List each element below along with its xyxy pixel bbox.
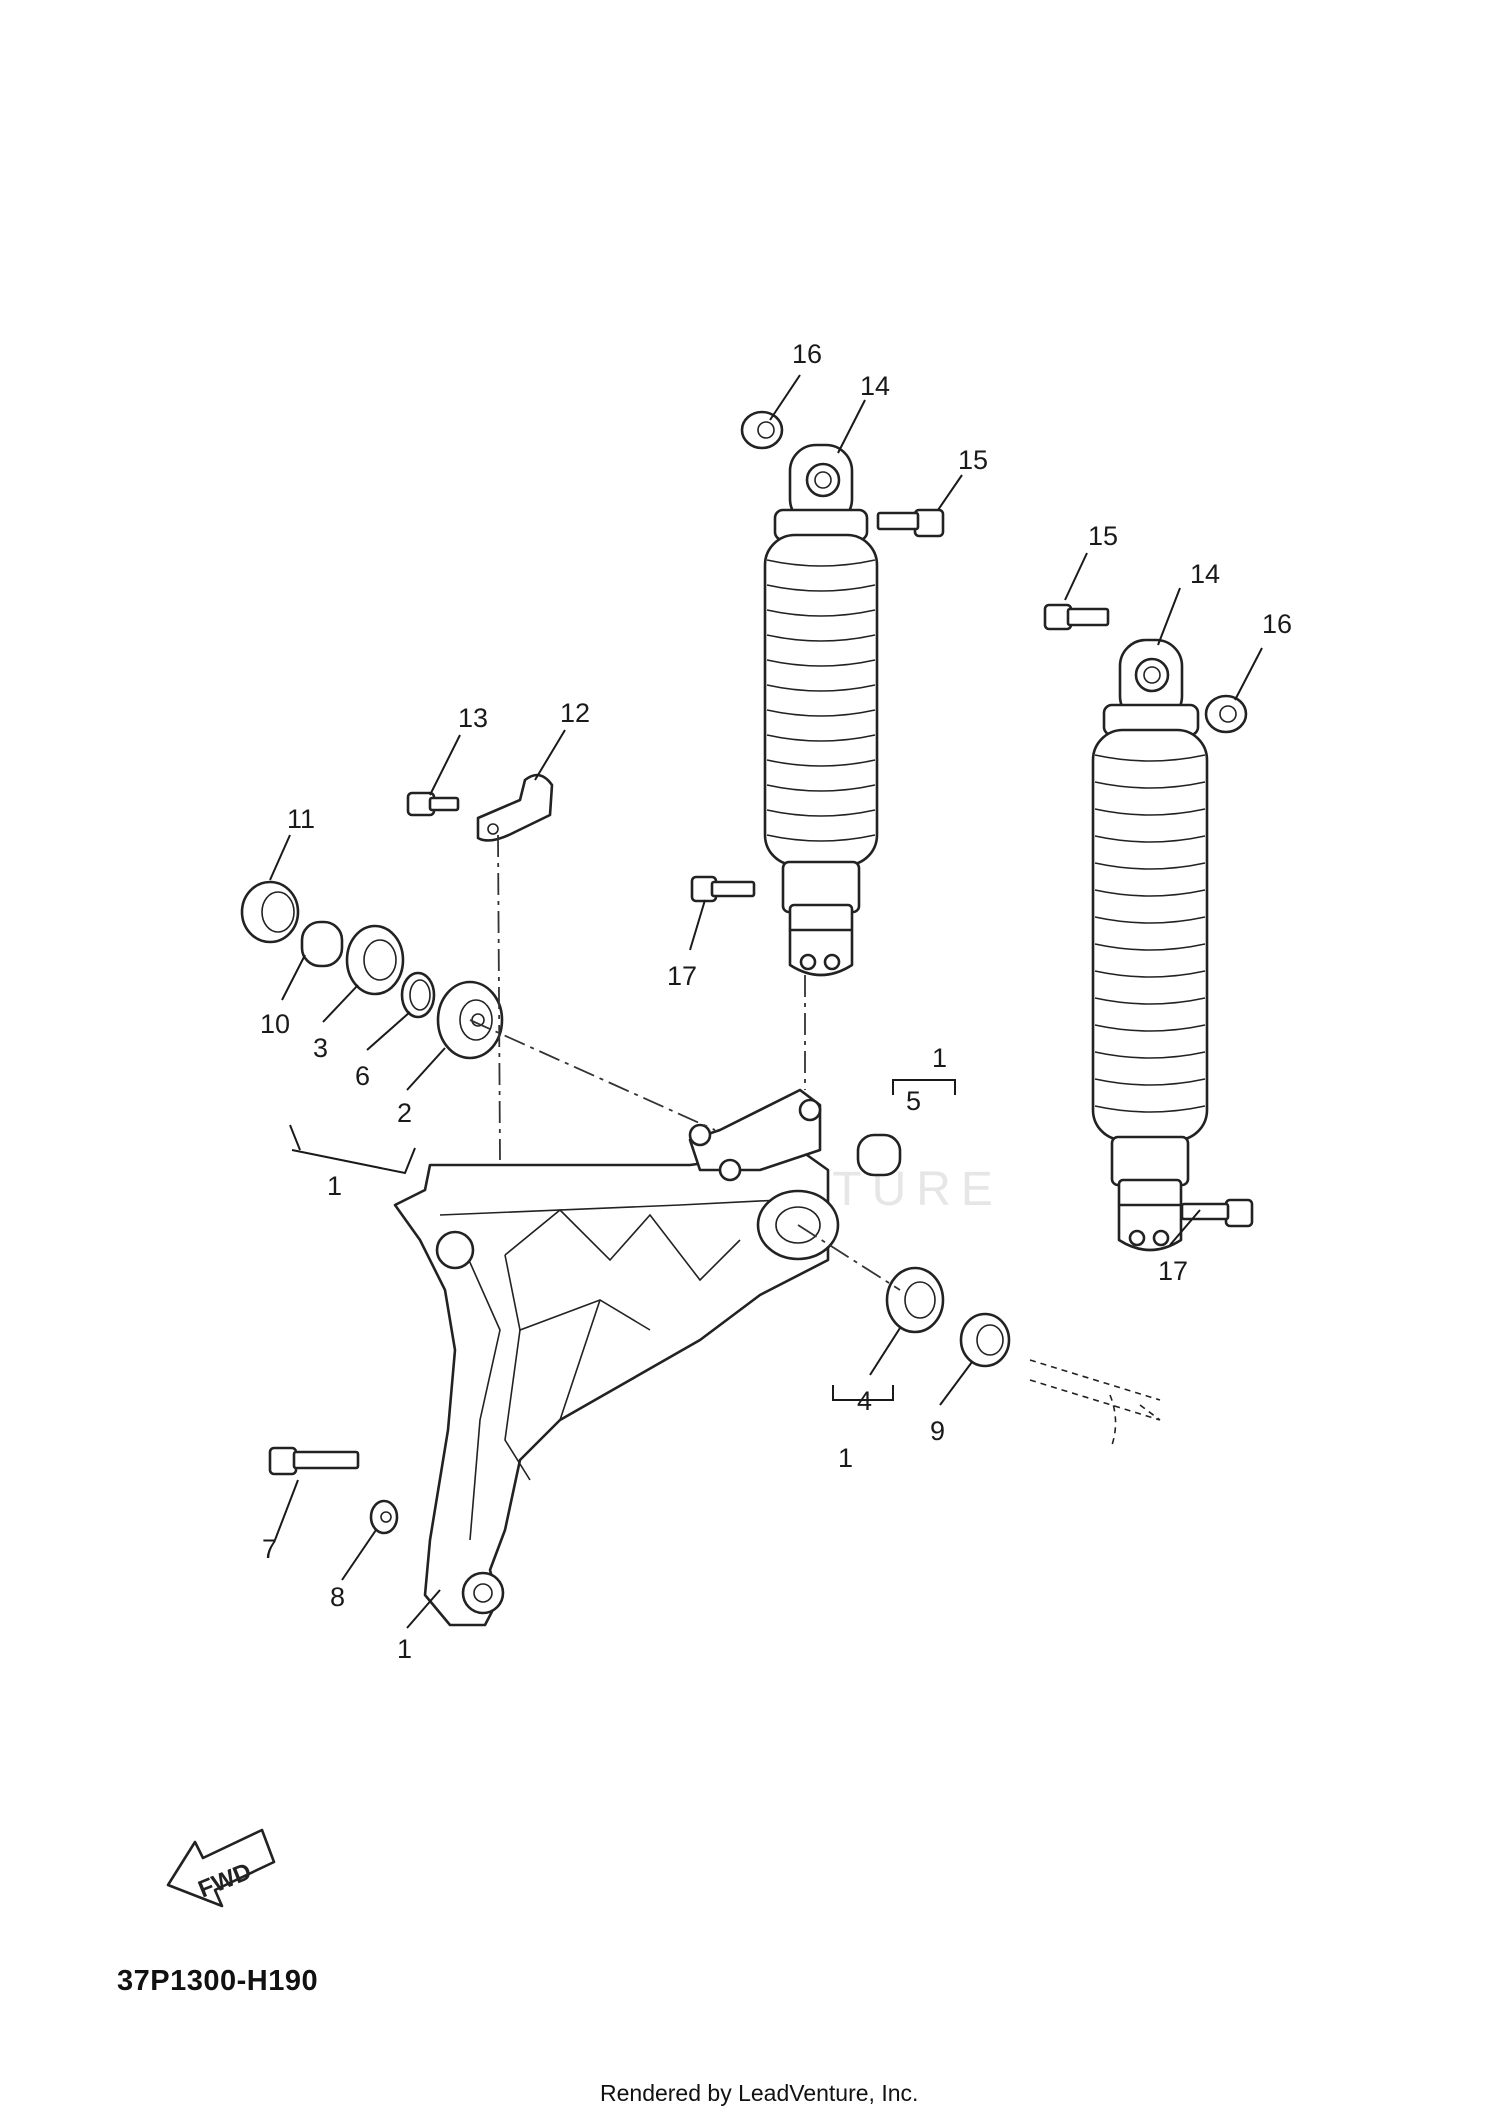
diagram-code: 37P1300-H190: [117, 1965, 319, 1997]
bolt-17-right[interactable]: [1180, 1198, 1254, 1228]
fwd-arrow-icon: FWD: [166, 1828, 276, 1908]
callout-7[interactable]: 7: [262, 1534, 277, 1564]
callout-14-left[interactable]: 14: [860, 371, 890, 401]
callout-1-set-right[interactable]: 1: [932, 1043, 947, 1073]
callout-1-rear-arm[interactable]: 1: [397, 1634, 412, 1664]
leader-lines: [269, 374, 1263, 1629]
bracket-set-1-lower: [832, 1385, 894, 1401]
render-credit: Rendered by LeadVenture, Inc.: [600, 2080, 919, 2106]
circlip-6[interactable]: [400, 971, 436, 1019]
callout-15-left[interactable]: 15: [958, 445, 988, 475]
callout-8[interactable]: 8: [330, 1582, 345, 1612]
rear-shock-absorber-right[interactable]: [1091, 638, 1209, 1252]
rear-arm-assembly[interactable]: [393, 1088, 840, 1627]
callout-11[interactable]: 11: [287, 804, 315, 834]
callout-6[interactable]: 6: [355, 1061, 370, 1091]
bolt-15-left[interactable]: [876, 508, 945, 538]
callout-3[interactable]: 3: [313, 1033, 328, 1063]
callout-13[interactable]: 13: [458, 703, 488, 733]
oil-seal-4[interactable]: [885, 1266, 945, 1334]
callout-10[interactable]: 10: [260, 1009, 290, 1039]
callout-15-right[interactable]: 15: [1088, 521, 1118, 551]
callout-labels: 16 14 15 15 14 16 13 12 11 10 3 6 2 1 17…: [260, 339, 1292, 1664]
callout-5[interactable]: 5: [906, 1086, 921, 1116]
clamp-12[interactable]: [476, 773, 554, 842]
callout-1-set-lower[interactable]: 1: [838, 1443, 853, 1473]
spacer-10[interactable]: [300, 920, 344, 968]
callout-1-set-left[interactable]: 1: [327, 1171, 342, 1201]
bolt-15-right[interactable]: [1043, 603, 1110, 631]
callout-14-right[interactable]: 14: [1190, 559, 1220, 589]
callout-12[interactable]: 12: [560, 698, 590, 728]
rear-shock-absorber-left[interactable]: [763, 443, 879, 977]
washer-8[interactable]: [369, 1499, 399, 1535]
bolt-13[interactable]: [406, 791, 460, 817]
nut-16-right[interactable]: [1204, 694, 1248, 734]
bracket-set-1-right: [892, 1079, 956, 1095]
oil-seal-3[interactable]: [345, 924, 405, 996]
callout-9[interactable]: 9: [930, 1416, 945, 1446]
callout-16-right[interactable]: 16: [1262, 609, 1292, 639]
bolt-7[interactable]: [268, 1446, 360, 1476]
callout-2[interactable]: 2: [397, 1098, 412, 1128]
callout-17-left[interactable]: 17: [667, 961, 697, 991]
spacer-5[interactable]: [856, 1133, 902, 1177]
nut-16-left[interactable]: [740, 410, 784, 450]
axle-stub-dashed: [1029, 1359, 1161, 1446]
bolt-17-left[interactable]: [690, 875, 756, 903]
callout-17-right[interactable]: 17: [1158, 1256, 1188, 1286]
collar-11[interactable]: [240, 880, 300, 944]
collar-9[interactable]: [959, 1312, 1011, 1368]
callout-16-left[interactable]: 16: [792, 339, 822, 369]
bracket-set-1-left: [289, 1124, 416, 1175]
assembly-lines: [469, 834, 901, 1291]
callout-4[interactable]: 4: [857, 1386, 872, 1416]
